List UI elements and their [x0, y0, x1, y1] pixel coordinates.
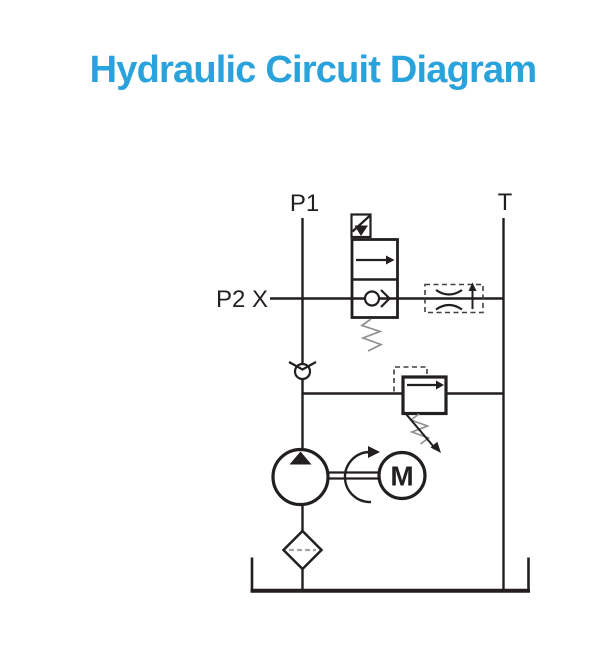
valve-check-seat [380, 289, 392, 308]
rotation-arc [343, 450, 372, 504]
pump-flow-triangle-icon [289, 451, 312, 465]
page-title: Hydraulic Circuit Diagram [90, 49, 537, 91]
motor-symbol: M [377, 450, 427, 501]
label-t: T [498, 189, 513, 216]
filter-diamond [281, 529, 324, 571]
relief-adjust-arrow-head [430, 441, 441, 453]
filter-symbol [281, 529, 324, 571]
relief-adjust-arrow-line [405, 413, 435, 448]
port-labels: P1 T P2 X [216, 189, 513, 313]
relief-pilot-dashed-line [393, 366, 428, 392]
pilot-triangle-icon [354, 225, 368, 236]
directional-valve-symbol [350, 213, 399, 352]
relief-valve-symbol [393, 366, 448, 453]
drive-shaft [327, 471, 380, 480]
relief-flow-arrow-head [436, 380, 444, 390]
motor-letter: M [390, 461, 413, 492]
restrictor-lower-arc [435, 303, 463, 311]
rotation-arrow-head [368, 446, 380, 458]
label-p1: P1 [290, 190, 319, 217]
pump-symbol [271, 447, 330, 507]
relief-valve-body [401, 375, 448, 416]
reservoir-symbol [250, 557, 530, 593]
solenoid-actuator-box [350, 213, 372, 239]
valve-flow-arrow-head [386, 255, 395, 265]
check-valve-symbol [288, 361, 317, 381]
tank-walls [250, 557, 530, 590]
circuit-lines [270, 218, 505, 591]
check-valve-seat [288, 361, 317, 371]
valve-check-ball [363, 290, 381, 307]
flow-restrictor-symbol [424, 282, 484, 314]
solenoid-diagonal [351, 215, 371, 233]
pump-circle [271, 447, 330, 507]
motor-circle [377, 450, 427, 501]
restrictor-dashed-enclosure [424, 283, 484, 314]
restrictor-upper-arc [435, 289, 463, 296]
rotation-arrow [343, 446, 380, 504]
label-p2x: P2 X [216, 286, 268, 313]
valve-return-spring [360, 318, 384, 352]
restrictor-arrow-head [468, 282, 477, 291]
